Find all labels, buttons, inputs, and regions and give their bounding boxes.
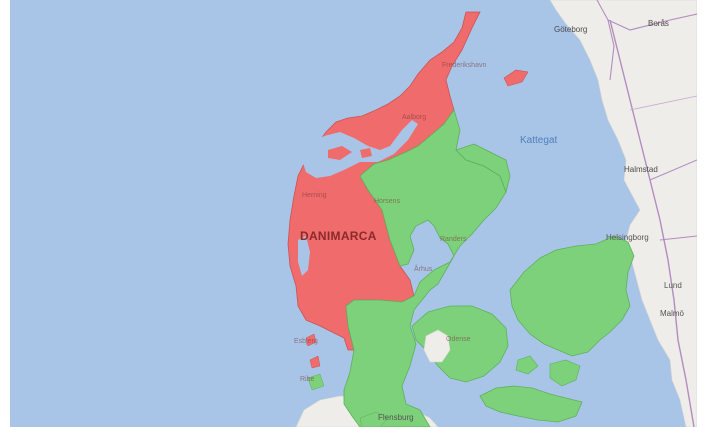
sea-label-kattegat: Kattegat xyxy=(520,135,558,146)
limfjord-water xyxy=(302,120,418,178)
city-label-malmo: Malmö xyxy=(660,309,685,318)
region-green-island xyxy=(549,359,581,387)
region-green-lolland xyxy=(479,385,583,423)
map-view[interactable]: Göteborg Borås Frederikshavn Kattegat Ha… xyxy=(10,0,697,427)
city-label-flensburg: Flensburg xyxy=(378,413,414,422)
limfjord-island xyxy=(360,148,372,158)
islet xyxy=(307,373,325,391)
region-green-djursland xyxy=(455,143,511,194)
city-label-herning: Herning xyxy=(302,192,327,199)
city-label-esbjerg: Esbjerg xyxy=(294,338,318,345)
lake xyxy=(423,329,451,363)
map-canvas[interactable] xyxy=(10,0,697,427)
region-red-island xyxy=(503,69,529,87)
city-label-randers: Randers xyxy=(440,236,467,243)
city-label-goteborg: Göteborg xyxy=(554,25,588,34)
city-label-boras: Borås xyxy=(648,19,669,28)
region-green-island xyxy=(515,355,539,375)
road-line xyxy=(607,19,615,81)
islet xyxy=(359,411,389,427)
city-label-lund: Lund xyxy=(664,281,682,290)
lagoon-water xyxy=(298,236,310,276)
road-line xyxy=(659,235,697,241)
city-label-frederikshavn: Frederikshavn xyxy=(442,62,487,69)
road-line xyxy=(649,159,697,181)
limfjord-island xyxy=(328,146,352,160)
city-label-halmstad: Halmstad xyxy=(624,165,658,174)
sweden-landmass xyxy=(549,0,697,427)
city-label-ribe: Ribe xyxy=(300,376,315,383)
road-line xyxy=(596,0,697,31)
city-label-horsens: Horsens xyxy=(374,198,401,205)
islet xyxy=(309,355,321,369)
city-label-helsingborg: Helsingborg xyxy=(606,233,649,242)
region-green-zealand xyxy=(509,235,635,357)
road-line xyxy=(629,95,697,111)
country-label-denmark: DANIMARCA xyxy=(300,229,377,243)
city-label-aalborg: Aalborg xyxy=(402,114,427,121)
road-line xyxy=(609,19,695,427)
city-label-arhus: Århus xyxy=(414,266,433,273)
city-label-odense: Odense xyxy=(446,336,471,343)
islet xyxy=(305,333,317,347)
